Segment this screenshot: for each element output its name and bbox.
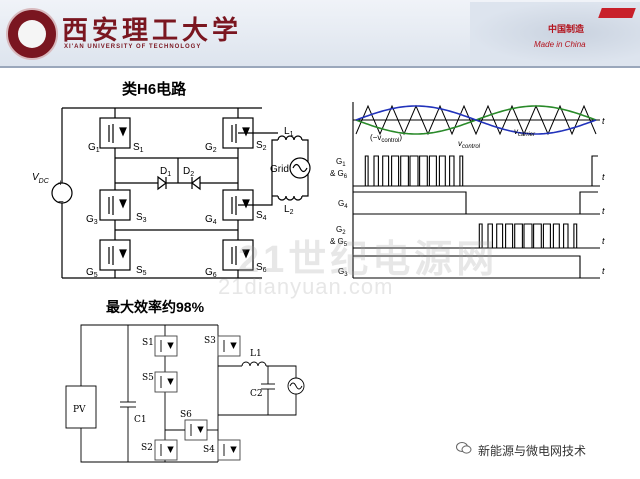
switch-s4: S4 G4 bbox=[205, 189, 267, 226]
header-banner: 西安理工大学 XI'AN UNIVERSITY OF TECHNOLOGY 中国… bbox=[0, 0, 640, 68]
sch-s2-label: S2 bbox=[141, 443, 153, 453]
c1-label: C1 bbox=[134, 415, 147, 425]
made-in-china-en: Made in China bbox=[534, 40, 586, 49]
row4-label: G3 bbox=[338, 267, 348, 278]
switch-s3: S3 G3 bbox=[86, 189, 147, 226]
g3-gate-signal bbox=[353, 255, 598, 279]
h6-circuit: + − VDC S1 G1 S2 G2 S3 G3 bbox=[32, 107, 311, 279]
diode-d2: D2 bbox=[178, 166, 206, 191]
sch-s4-label: S4 bbox=[203, 445, 215, 455]
circuit-title: 类H6电路 bbox=[122, 81, 187, 98]
sch-s1-label: S1 bbox=[142, 338, 154, 348]
vdc-label: VDC bbox=[32, 172, 50, 185]
row3-label-b: & G5 bbox=[330, 237, 348, 248]
s1-label: S1 bbox=[133, 142, 144, 154]
vdc-minus: − bbox=[58, 197, 64, 208]
g4-label: G4 bbox=[205, 214, 217, 226]
row3-label-a: G2 bbox=[336, 225, 346, 236]
vcontrol-label: vcontrol bbox=[458, 139, 481, 150]
carrier-triangle-wave bbox=[355, 104, 597, 136]
s3-label: S3 bbox=[136, 212, 147, 224]
sch-switch-s1: S1 bbox=[142, 335, 178, 357]
t-axis-5: t bbox=[602, 266, 605, 276]
vdc-source: + − VDC bbox=[32, 172, 73, 208]
efficiency-note: 最大效率约98% bbox=[106, 299, 205, 315]
sch-s3-label: S3 bbox=[204, 336, 216, 346]
g6-label: G6 bbox=[205, 267, 217, 279]
row1-label-a: G1 bbox=[336, 157, 346, 168]
d2-label: D2 bbox=[183, 166, 194, 178]
sch-switch-s3: S3 bbox=[204, 335, 241, 357]
pv-label: PV bbox=[73, 405, 86, 415]
watermark-text: 21世纪电源网 bbox=[238, 239, 499, 281]
sch-switch-s6: S6 bbox=[180, 410, 208, 441]
g2-label: G2 bbox=[205, 142, 217, 154]
university-name-cn: 西安理工大学 bbox=[62, 16, 243, 46]
g4-gate-signal bbox=[353, 191, 598, 215]
g1-g6-pulse-train bbox=[356, 155, 598, 187]
t-axis-3: t bbox=[602, 206, 605, 216]
seal-inner bbox=[18, 20, 46, 48]
s6-label: S6 bbox=[256, 262, 267, 274]
inductor-l2: L2 bbox=[277, 195, 303, 216]
l1-label: L1 bbox=[284, 126, 294, 138]
g5-label: G5 bbox=[86, 267, 98, 279]
gate-waveforms: t t t t t (−vcontrol) vcontrol vcarrier … bbox=[330, 102, 605, 279]
wechat-icon bbox=[456, 442, 472, 454]
sch-l1-label: L1 bbox=[250, 349, 262, 359]
s5-label: S5 bbox=[136, 265, 147, 277]
watermark-url: 21dianyuan.com bbox=[218, 274, 394, 299]
vcarrier-label: vcarrier bbox=[514, 127, 536, 138]
s2-label: S2 bbox=[256, 140, 267, 152]
t-axis-4: t bbox=[602, 236, 605, 246]
switch-s5: S5 G5 bbox=[86, 239, 147, 279]
l2-label: L2 bbox=[284, 204, 294, 216]
made-in-china-cn: 中国制造 bbox=[548, 24, 585, 34]
sch-s5-label: S5 bbox=[142, 373, 154, 383]
sch-c2-label: C2 bbox=[250, 389, 263, 399]
grid-label: Grid bbox=[270, 164, 289, 175]
sch-switch-s4: S4 bbox=[203, 439, 241, 461]
university-name-en: XI'AN UNIVERSITY OF TECHNOLOGY bbox=[64, 44, 202, 50]
t-axis-2: t bbox=[602, 172, 605, 182]
d1-label: D1 bbox=[160, 166, 171, 178]
vcontrol-neg-label: (−vcontrol) bbox=[370, 133, 402, 144]
grid-source: Grid bbox=[270, 157, 311, 179]
t-axis-1: t bbox=[602, 116, 605, 126]
switch-s6: S6 G6 bbox=[205, 239, 267, 279]
sch-s6-label: S6 bbox=[180, 410, 192, 420]
sch-switch-s2: S2 bbox=[141, 439, 178, 461]
diode-d1: D1 bbox=[150, 166, 178, 191]
switch-s2: S2 G2 bbox=[205, 117, 267, 154]
sch-switch-s5: S5 bbox=[142, 371, 178, 393]
vdc-plus: + bbox=[58, 178, 63, 188]
pv-schematic: PV C1 S1 S5 S2 bbox=[65, 324, 305, 463]
control-sine-positive bbox=[355, 105, 597, 135]
footer-account-name: 新能源与微电网技术 bbox=[478, 444, 587, 458]
g2-g5-pulse-train bbox=[356, 223, 598, 249]
row1-label-b: & G6 bbox=[330, 169, 348, 180]
university-seal-logo bbox=[6, 8, 58, 60]
s4-label: S4 bbox=[256, 210, 267, 222]
inductor-l1: L1 bbox=[238, 126, 303, 141]
row2-label: G4 bbox=[338, 199, 348, 210]
g3-label: G3 bbox=[86, 214, 98, 226]
switch-s1: S1 G1 bbox=[88, 117, 144, 154]
g1-label: G1 bbox=[88, 142, 100, 154]
